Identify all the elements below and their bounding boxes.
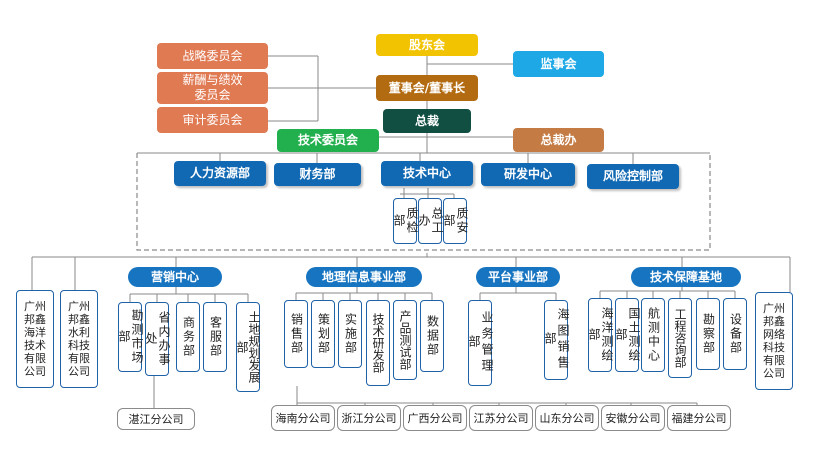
rd-center-box: 研发中心 xyxy=(481,163,575,186)
branch-fujian-box: 福建分公司 xyxy=(667,405,731,431)
president-office-box: 总裁办 xyxy=(513,128,604,152)
branch-hainan-box: 海南分公司 xyxy=(271,405,335,431)
product-testing-dept-box: 产品测试部 xyxy=(393,300,417,380)
board-of-supervisors-box: 监事会 xyxy=(513,51,604,77)
board-chairman-box: 董事会/董事长 xyxy=(376,75,478,101)
equipment-dept-box: 设备部 xyxy=(723,298,747,370)
zhanjiang-branch-box: 湛江分公司 xyxy=(117,408,195,430)
subsidiary-network-tech-box: 广州 邦鑫 网络 科技 有限 公司 xyxy=(755,292,793,390)
chart-sales-dept-box: 海图销售部 xyxy=(543,300,570,380)
survey-market-dept-box: 勘测市场部 xyxy=(117,302,144,372)
provincial-office-box: 省内办事处 xyxy=(144,302,171,376)
implementation-dept-box: 实施部 xyxy=(338,300,362,368)
land-surveying-dept-box: 国土测绘部 xyxy=(614,298,641,372)
strategy-committee-box: 战略委员会 xyxy=(157,43,268,69)
subsidiary-water-tech-box: 广州 邦鑫 水利 科技 有限 公司 xyxy=(60,290,98,388)
branch-jiangsu-box: 江苏分公司 xyxy=(469,405,533,431)
customer-service-dept-box: 客服部 xyxy=(203,302,227,372)
finance-dept-box: 财务部 xyxy=(274,163,361,186)
business-management-dept-box: 业务管理部 xyxy=(467,300,494,386)
data-dept-box: 数据部 xyxy=(420,300,444,372)
sales-dept-box: 销售部 xyxy=(284,300,308,368)
quality-inspection-box: 质检部 xyxy=(392,198,419,244)
audit-committee-box: 审计委员会 xyxy=(157,107,268,133)
tech-rd-dept-box: 技术研发部 xyxy=(366,300,390,386)
land-planning-dept-box: 土地规划发展部 xyxy=(235,302,261,392)
tech-committee-box: 技术委员会 xyxy=(277,129,379,152)
branch-zhejiang-box: 浙江分公司 xyxy=(337,405,401,431)
chief-engineer-office-box: 总工办 xyxy=(417,198,444,244)
hr-dept-box: 人力资源部 xyxy=(174,161,266,186)
president-box: 总裁 xyxy=(383,109,471,133)
marketing-center-box: 营销中心 xyxy=(128,267,222,287)
geo-info-division-box: 地理信息事业部 xyxy=(306,267,422,287)
ocean-surveying-dept-box: 海洋测绘部 xyxy=(587,298,614,372)
exploration-dept-box: 勘察部 xyxy=(696,298,720,370)
aerial-survey-center-box: 航测中心 xyxy=(641,298,665,372)
branch-guangxi-box: 广西分公司 xyxy=(403,405,467,431)
shareholders-meeting-box: 股东会 xyxy=(376,34,478,56)
subsidiary-ocean-tech-box: 广州 邦鑫 海洋 技术 有限 公司 xyxy=(16,290,54,388)
branch-shandong-box: 山东分公司 xyxy=(535,405,599,431)
platform-division-box: 平台事业部 xyxy=(476,267,560,287)
quality-safety-box: 质安部 xyxy=(442,198,469,244)
tech-center-box: 技术中心 xyxy=(381,161,473,186)
engineering-consulting-dept-box: 工程咨询部 xyxy=(668,298,692,378)
risk-control-dept-box: 风险控制部 xyxy=(587,164,679,189)
salary-committee-box: 薪酬与绩效 委员会 xyxy=(157,72,268,104)
tech-support-base-box: 技术保障基地 xyxy=(631,267,741,287)
branch-anhui-box: 安徽分公司 xyxy=(601,405,665,431)
planning-dept-box: 策划部 xyxy=(311,300,335,368)
business-dept-box: 商务部 xyxy=(176,302,200,372)
